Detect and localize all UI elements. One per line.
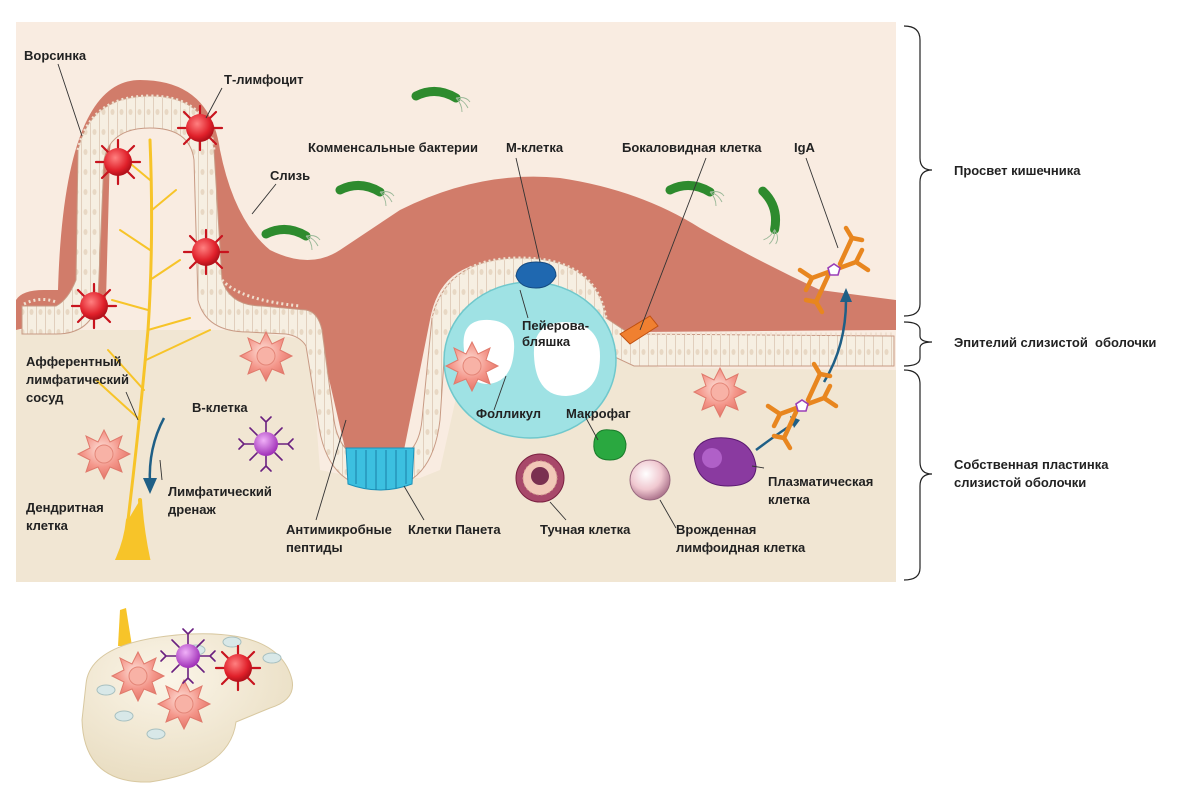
t-cell-3 xyxy=(182,228,230,276)
leader-lines xyxy=(57,63,839,529)
region-lamina-2: слизистой оболочки xyxy=(954,475,1086,490)
label-afferent-3: сосуд xyxy=(26,390,64,405)
label-goblet-cell: Бокаловидная клетка xyxy=(622,140,762,155)
lamina-propria-region xyxy=(16,330,896,582)
afferent-lymph-vessel xyxy=(95,138,211,560)
label-dendritic-1: Дендритная xyxy=(26,500,104,515)
label-mast-cell: Тучная клетка xyxy=(540,522,631,537)
t-cell-1 xyxy=(94,138,142,186)
label-antimicrobial-2: пептиды xyxy=(286,540,343,555)
innate-lymphoid-cell xyxy=(629,459,671,501)
epithelium-layer xyxy=(21,95,895,489)
label-innate-1: Врожденная xyxy=(676,522,756,537)
label-macrophage: Макрофаг xyxy=(566,406,631,421)
t-cell-4 xyxy=(70,282,118,330)
label-m-cell: М-клетка xyxy=(506,140,564,155)
microvilli-fringe xyxy=(23,94,894,336)
label-dendritic-2: клетка xyxy=(26,518,69,533)
label-mucus: Слизь xyxy=(270,168,310,183)
label-t-lymphocyte: Т-лимфоцит xyxy=(224,72,303,87)
region-braces xyxy=(903,25,933,581)
plasma-cell xyxy=(693,437,757,487)
label-lymph-drainage-1: Лимфатический xyxy=(168,484,272,499)
region-lamina-1: Собственная пластинка xyxy=(954,457,1109,472)
goblet-cell xyxy=(619,315,659,345)
region-lumen: Просвет кишечника xyxy=(954,163,1081,178)
paneth-cells xyxy=(345,447,415,491)
label-afferent-2: лимфатический xyxy=(26,372,129,387)
lymph-node xyxy=(81,608,294,783)
mast-cell xyxy=(515,453,565,503)
label-peyer-patch-1: Пейерова- xyxy=(522,318,589,333)
label-follicle: Фолликул xyxy=(476,406,541,421)
label-peyer-patch-2: бляшка xyxy=(522,334,571,349)
label-iga: IgA xyxy=(794,140,816,155)
t-cell-2 xyxy=(176,104,224,152)
region-epithelium: Эпителий слизистой оболочки xyxy=(954,335,1156,350)
label-plasma-1: Плазматическая xyxy=(768,474,873,489)
label-antimicrobial-1: Антимикробные xyxy=(286,522,392,537)
m-cell xyxy=(515,261,557,289)
label-b-cell: В-клетка xyxy=(192,400,248,415)
label-afferent-1: Афферентный xyxy=(26,354,122,369)
label-plasma-2: клетка xyxy=(768,492,811,507)
label-lymph-drainage-2: дренаж xyxy=(168,502,217,517)
label-villus: Ворсинка xyxy=(24,48,87,63)
label-paneth-cells: Клетки Панета xyxy=(408,522,501,537)
lymph-drainage-arrow xyxy=(143,417,166,494)
macrophage xyxy=(593,429,627,461)
label-innate-2: лимфоидная клетка xyxy=(676,540,806,555)
label-commensal-bacteria: Комменсальные бактерии xyxy=(308,140,478,155)
